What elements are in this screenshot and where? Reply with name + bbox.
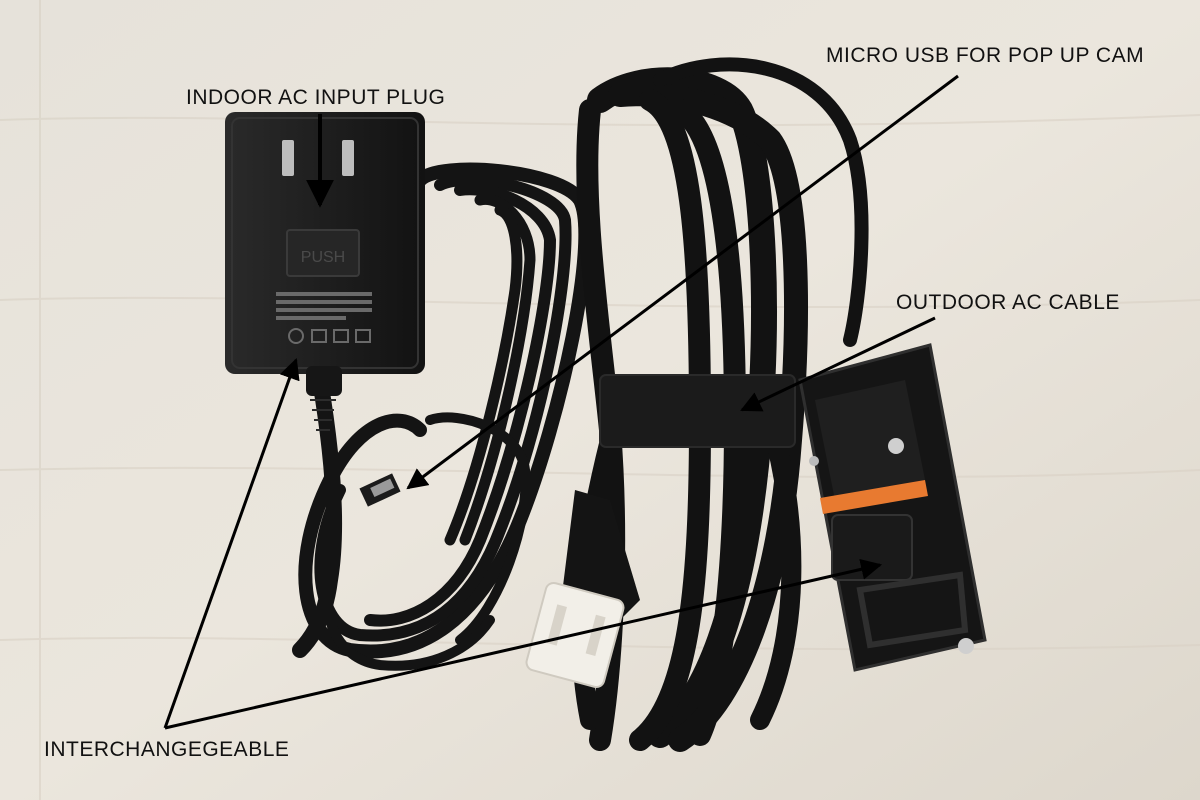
arrow-outdoor-cable xyxy=(740,316,936,412)
annotation-arrows xyxy=(163,74,959,730)
label-interchangeable: INTERCHANGEGEABLE xyxy=(44,738,290,761)
plug-regulatory-marks xyxy=(276,292,372,344)
plug-output-cable xyxy=(292,372,343,658)
arrow-interchangeable-plug xyxy=(163,358,300,729)
arrow-interchangeable-connector xyxy=(164,558,883,730)
label-micro-usb: MICRO USB FOR POP UP CAM xyxy=(826,44,1145,67)
push-text: PUSH xyxy=(301,249,345,266)
orange-seal xyxy=(820,480,928,514)
label-outdoor-ac-cable: OUTDOOR AC CABLE xyxy=(896,291,1120,314)
arrow-micro-usb xyxy=(406,74,959,490)
label-indoor-ac-input-plug: INDOOR AC INPUT PLUG xyxy=(186,86,446,109)
outdoor-connector-mount xyxy=(798,343,987,672)
push-button xyxy=(286,229,360,277)
indoor-ac-plug: PUSH xyxy=(225,112,425,431)
micro-usb-connector xyxy=(359,473,401,507)
plug-prong-left xyxy=(282,140,294,176)
plug-prong-right xyxy=(342,140,354,176)
velcro-strap xyxy=(599,374,796,448)
